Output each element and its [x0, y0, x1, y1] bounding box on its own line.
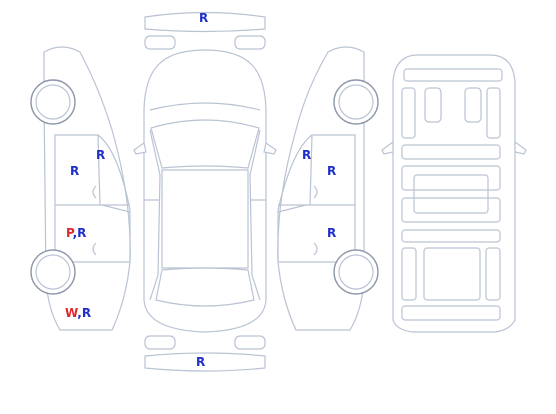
mark-left-rear-fender: W,R [65, 307, 91, 319]
mark-code-r: R [77, 226, 87, 240]
mark-separator: , [72, 226, 78, 240]
mark-code-w: W [65, 306, 78, 320]
car-top-view [133, 49, 277, 333]
car-right-side-view [277, 46, 379, 331]
rear-bumper-view [144, 335, 266, 372]
mark-roof-top: R [199, 11, 209, 25]
car-interior-view [381, 54, 527, 333]
mark-left-rear-door: P,R [66, 227, 86, 239]
mark-left-front-door-upper: R [96, 148, 106, 162]
mark-code-r: R [81, 306, 92, 320]
front-bumper-view [144, 11, 266, 50]
car-left-side-view [30, 46, 131, 331]
mark-separator: , [77, 306, 82, 320]
mark-right-pillar: R [302, 148, 312, 162]
mark-code-p: P [66, 226, 73, 240]
mark-right-front-door: R [327, 164, 337, 178]
mark-right-rear-door: R [327, 226, 337, 240]
mark-roof-bottom: R [196, 355, 206, 369]
mark-left-front-door: R [70, 164, 80, 178]
